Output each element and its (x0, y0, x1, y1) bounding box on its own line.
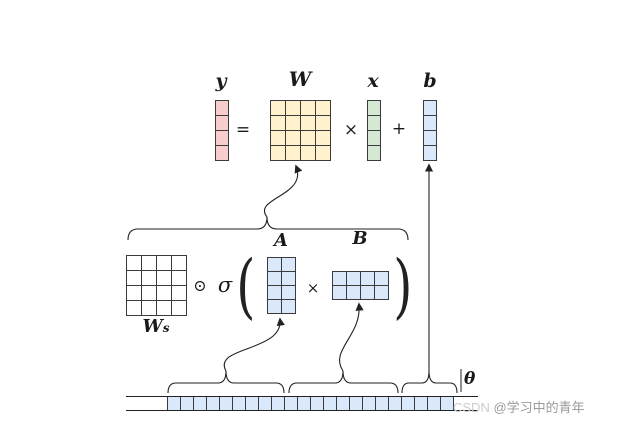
paren-right: ) (393, 245, 413, 327)
label-y: y (215, 70, 227, 92)
label-Ws-base: W (142, 316, 163, 337)
label-Ws-subscript: s (162, 321, 170, 335)
paren-left: ( (236, 245, 256, 327)
operator-times-inner: × (306, 279, 320, 297)
arrow-theta-to-B (339, 302, 364, 372)
label-b: b (423, 70, 437, 92)
matrix-y-vector (215, 100, 229, 161)
operator-times-top: × (343, 120, 359, 140)
label-W: W (288, 67, 312, 91)
label-Ws: Ws (130, 316, 182, 339)
matrix-B (332, 271, 389, 300)
label-x: x (367, 70, 379, 92)
operator-equals: = (235, 120, 251, 140)
sigma-symbol: σ (217, 273, 233, 297)
matrix-x-vector (367, 100, 381, 161)
theta-vector (167, 396, 454, 411)
theta-label: θ (464, 369, 476, 389)
watermark-user: @学习中的青年 (493, 400, 585, 415)
matrix-W (270, 100, 331, 161)
label-A: A (274, 230, 288, 251)
operator-hadamard: ⊙ (193, 276, 207, 295)
matrix-b-vector (423, 100, 437, 161)
watermark: CSDN @学习中的青年 (453, 400, 585, 415)
matrix-Ws (126, 255, 187, 316)
brace-theta-A (167, 370, 285, 394)
matrix-A (267, 257, 296, 314)
brace-theta-b (401, 370, 458, 394)
operator-plus: + (391, 119, 407, 139)
watermark-brand: CSDN (453, 400, 494, 415)
brace-theta-B (288, 370, 399, 394)
arrow-expression-to-W (264, 164, 303, 218)
label-B: B (352, 228, 368, 249)
